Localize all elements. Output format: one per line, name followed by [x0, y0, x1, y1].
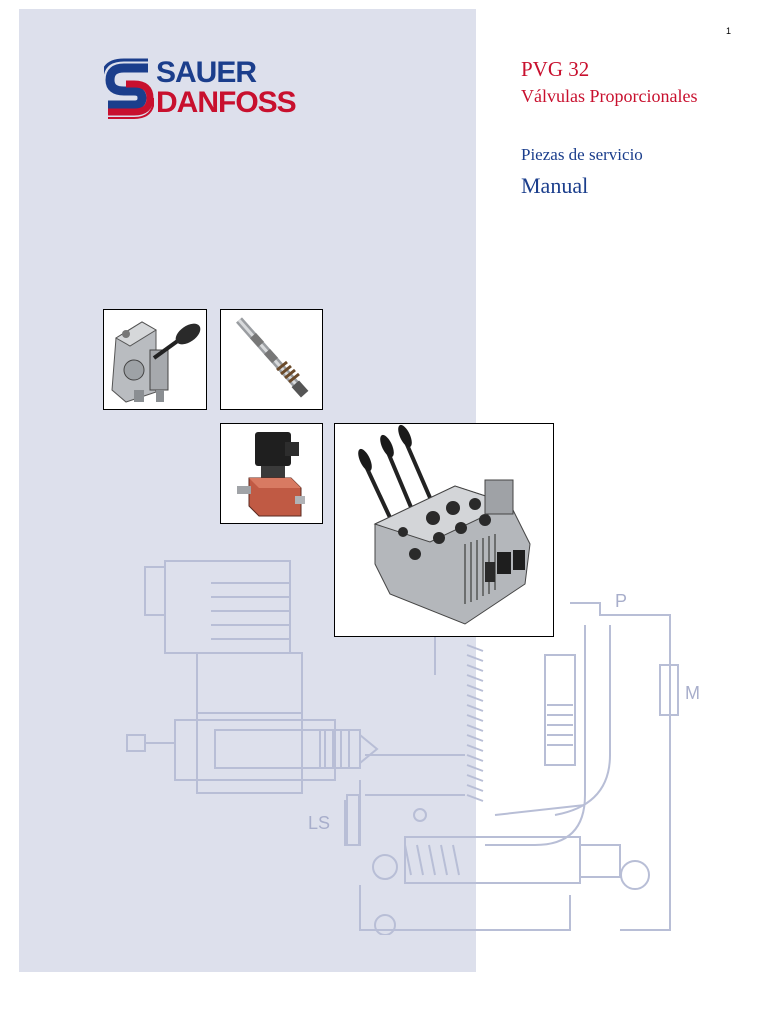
logo-sauer-text: SAUER	[156, 56, 257, 89]
valve-block-icon	[335, 424, 553, 636]
sauer-danfoss-logo: SAUER DANFOSS	[104, 58, 334, 122]
logo-s-icon	[104, 58, 154, 119]
manual-heading: Manual	[521, 173, 589, 198]
spool-photo	[220, 309, 323, 410]
solenoid-icon	[221, 424, 322, 523]
solenoid-valve-photo	[220, 423, 323, 524]
valve-cross-section-drawing: P M LS	[126, 560, 700, 935]
service-parts-heading: Piezas de servicio	[521, 145, 643, 164]
spool-icon	[221, 310, 322, 409]
label-m: M	[685, 683, 700, 703]
page-number: 1	[726, 26, 732, 36]
label-ls: LS	[308, 813, 330, 833]
lever-actuator-photo	[103, 309, 207, 410]
valve-block-photo	[334, 423, 554, 637]
logo-danfoss-text: DANFOSS	[156, 86, 297, 119]
product-title: PVG 32	[521, 57, 590, 81]
label-p: P	[615, 591, 627, 611]
product-subtitle: Válvulas Proporcionales	[521, 86, 698, 106]
lever-actuator-icon	[104, 310, 206, 409]
